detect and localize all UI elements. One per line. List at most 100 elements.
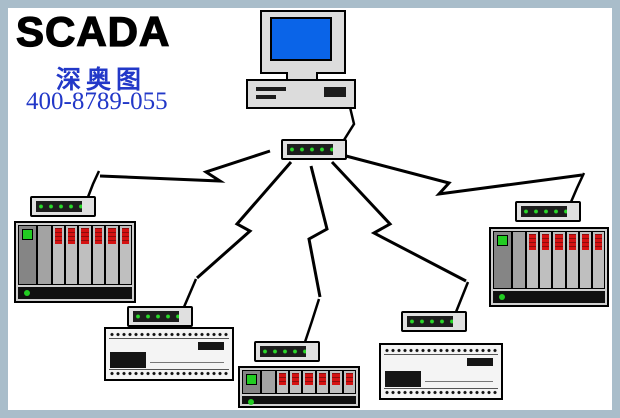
modem-led-strip <box>260 346 306 357</box>
plc-io-module <box>289 370 303 394</box>
plc-flat-bottom-right-icon <box>379 343 503 400</box>
plc-io-module <box>51 225 66 285</box>
io-led-block <box>54 228 63 244</box>
antenna-bottom-right-icon <box>454 281 470 313</box>
status-led <box>248 399 254 405</box>
plc-label-block <box>110 352 146 368</box>
host-computer-icon <box>246 8 356 109</box>
plc-io-module <box>65 225 79 285</box>
io-led-block <box>292 373 300 385</box>
power-led <box>246 374 257 385</box>
io-led-block <box>94 228 103 244</box>
lightning-bolt-left-icon <box>99 149 271 183</box>
plc-io-module <box>302 370 316 394</box>
plc-io-module <box>78 225 92 285</box>
drive-slot <box>256 95 276 99</box>
io-led-block <box>68 228 76 244</box>
io-led-block <box>278 373 287 385</box>
io-led-block <box>305 373 313 385</box>
modem-led-strip <box>521 206 567 217</box>
remote-modem-mid-left-icon <box>127 306 193 327</box>
antenna-right-icon <box>569 172 586 203</box>
plc-cpu-module <box>493 231 512 289</box>
io-led-block <box>529 234 537 250</box>
plc-power-module <box>511 231 527 289</box>
io-led-block <box>108 228 116 244</box>
terminal-row <box>384 347 498 355</box>
plc-label-block <box>198 342 224 350</box>
modem-led-strip <box>133 311 179 322</box>
terminal-row <box>109 369 229 377</box>
plc-label-block <box>467 358 493 366</box>
io-led-block <box>332 373 340 385</box>
antenna-left-icon <box>86 170 101 198</box>
phone-number: 400-8789-055 <box>26 88 168 115</box>
modem-led-strip <box>407 316 453 327</box>
plc-io-module <box>342 370 356 394</box>
plc-base-rail <box>18 287 132 299</box>
lightning-bolt-bottom-right-icon <box>330 160 467 283</box>
plc-modules <box>242 370 356 394</box>
page-title: SCADA <box>15 7 171 55</box>
plc-io-module <box>539 231 553 289</box>
antenna-mid-left-icon <box>182 278 198 308</box>
plc-cpu-module <box>242 370 262 394</box>
plc-io-module <box>105 225 119 285</box>
modem-led-strip <box>287 144 333 155</box>
power-led <box>22 229 33 240</box>
io-led-block <box>81 228 89 244</box>
plc-rack-right-icon <box>489 227 609 307</box>
terminal-row <box>109 331 229 339</box>
plc-io-module <box>329 370 343 394</box>
power-led <box>497 235 508 246</box>
io-led-block <box>121 228 129 244</box>
plc-base-rail <box>493 291 605 303</box>
plc-modules <box>18 225 132 285</box>
plc-io-module <box>91 225 106 285</box>
io-led-block <box>318 373 327 385</box>
io-led-block <box>555 234 563 250</box>
terminal-row <box>384 388 498 396</box>
remote-modem-right-icon <box>515 201 581 222</box>
panel-divider <box>425 381 493 382</box>
lightning-bolt-bottom-center-icon <box>307 165 329 298</box>
remote-modem-bottom-right-icon <box>401 311 467 332</box>
plc-modules <box>493 231 605 289</box>
case-vent <box>324 87 346 97</box>
plc-io-module <box>552 231 566 289</box>
plc-io-module <box>591 231 605 289</box>
plc-io-module <box>118 225 132 285</box>
central-radio-modem-icon <box>281 139 347 160</box>
panel-divider <box>150 362 224 363</box>
remote-modem-left-icon <box>30 196 96 217</box>
remote-modem-bottom-center-icon <box>254 341 320 362</box>
io-led-block <box>568 234 576 250</box>
plc-io-module <box>565 231 579 289</box>
plc-io-module <box>526 231 540 289</box>
company-name: 深奥图 <box>56 65 147 94</box>
plc-power-module <box>261 370 276 394</box>
plc-io-module <box>578 231 592 289</box>
plc-io-module <box>315 370 330 394</box>
lightning-bolt-mid-left-icon <box>196 161 293 280</box>
plc-power-module <box>37 225 52 285</box>
plc-rack-bottom-center-icon <box>238 366 360 408</box>
status-led <box>499 294 505 300</box>
plc-cpu-module <box>18 225 38 285</box>
plc-io-module <box>275 370 290 394</box>
io-led-block <box>345 373 353 385</box>
antenna-bottom-center-icon <box>303 298 321 343</box>
drive-slot <box>256 87 286 91</box>
io-led-block <box>594 234 602 250</box>
monitor-screen <box>270 17 332 61</box>
status-led <box>24 290 30 296</box>
plc-label-block <box>385 371 421 387</box>
plc-flat-mid-left-icon <box>104 327 234 381</box>
monitor-icon <box>260 10 346 74</box>
modem-led-strip <box>36 201 82 212</box>
plc-base-rail <box>242 396 356 405</box>
plc-rack-left-icon <box>14 221 136 303</box>
computer-case-icon <box>246 79 356 109</box>
io-led-block <box>542 234 550 250</box>
